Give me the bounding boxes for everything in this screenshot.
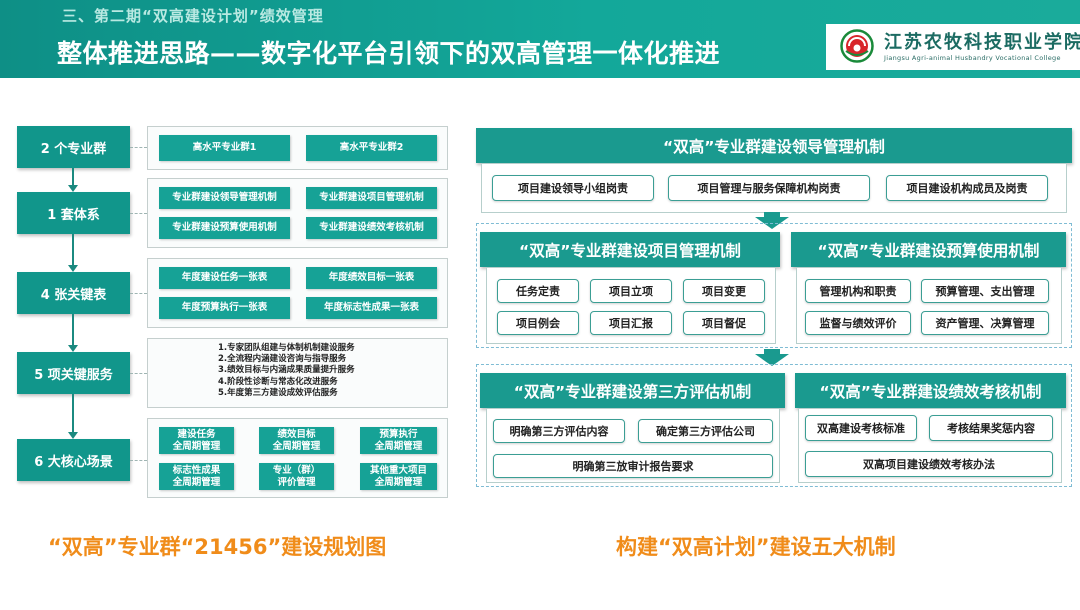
mechanism-budget-title: “双高”专业群建设预算使用机制 <box>791 232 1066 267</box>
pill-scene: 其他重大项目 全周期管理 <box>360 463 437 490</box>
service-item: 5.年度第三方建设成效评估服务 <box>218 387 338 398</box>
pill-table: 年度建设任务一张表 <box>159 267 290 289</box>
scene-line-2: 全周期管理 <box>172 476 221 488</box>
arrow-down <box>68 394 78 439</box>
mechanism-item: 项目立项 <box>590 279 672 303</box>
connector-line <box>130 147 147 148</box>
group-system: 专业群建设领导管理机制 专业群建设项目管理机制 专业群建设预算使用机制 专业群建… <box>147 178 448 248</box>
node-core-scenes: 6 大核心场景 <box>17 439 130 481</box>
down-arrow-icon <box>755 354 789 366</box>
pill-mechanism: 专业群建设预算使用机制 <box>159 217 290 239</box>
college-name-en: Jiangsu Agri-animal Husbandry Vocational… <box>884 54 1061 62</box>
college-logo: 江苏农牧科技职业学院 Jiangsu Agri-animal Husbandry… <box>826 24 1080 70</box>
mechanism-item: 项目督促 <box>683 311 765 335</box>
scene-line-2: 全周期管理 <box>374 440 423 452</box>
service-item: 2.全流程内涵建设咨询与指导服务 <box>218 354 347 365</box>
mechanism-project-title: “双高”专业群建设项目管理机制 <box>480 232 780 267</box>
pill-group-1: 高水平专业群1 <box>159 135 290 161</box>
mechanism-item: 资产管理、决算管理 <box>921 311 1049 335</box>
pill-scene: 标志性成果 全周期管理 <box>159 463 234 490</box>
group-professional-groups: 高水平专业群1 高水平专业群2 <box>147 126 448 170</box>
college-name-cn: 江苏农牧科技职业学院 <box>884 32 1080 53</box>
pill-mechanism: 专业群建设绩效考核机制 <box>306 217 437 239</box>
scene-line-1: 其他重大项目 <box>369 464 427 476</box>
group-key-tables: 年度建设任务一张表 年度绩效目标一张表 年度预算执行一张表 年度标志性成果一张表 <box>147 258 448 328</box>
left-caption: “双高”专业群“21456”建设规划图 <box>48 535 387 559</box>
mechanism-item: 项目管理与服务保障机构岗责 <box>668 175 870 201</box>
pill-table: 年度绩效目标一张表 <box>306 267 437 289</box>
node-key-tables: 4 张关键表 <box>17 272 130 314</box>
arrow-stem <box>764 349 780 355</box>
mechanism-group-bottom <box>476 364 1072 487</box>
mechanism-item: 预算管理、支出管理 <box>921 279 1049 303</box>
pill-scene: 建设任务 全周期管理 <box>159 427 234 454</box>
service-item: 4.阶段性诊断与常态化改进服务 <box>218 376 338 387</box>
header-banner: 三、第二期“双高建设计划”绩效管理 整体推进思路——数字化平台引领下的双高管理一… <box>0 0 1080 78</box>
scene-line-2: 全周期管理 <box>272 440 321 452</box>
mechanism-item: 明确第三方评估内容 <box>493 419 625 443</box>
right-caption: 构建“双高计划”建设五大机制 <box>616 535 896 559</box>
mechanism-budget-items: 管理机构和职责 预算管理、支出管理 监督与绩效评价 资产管理、决算管理 <box>796 267 1062 344</box>
connector-line <box>130 373 147 374</box>
arrow-down <box>68 168 78 192</box>
mechanism-item: 考核结果奖惩内容 <box>929 415 1053 441</box>
mechanism-item: 管理机构和职责 <box>805 279 911 303</box>
mechanism-item: 双高项目建设绩效考核办法 <box>805 451 1053 477</box>
mechanism-third-party-title: “双高”专业群建设第三方评估机制 <box>480 373 785 408</box>
mechanism-leader-title: “双高”专业群建设领导管理机制 <box>476 128 1072 163</box>
pill-mechanism: 专业群建设领导管理机制 <box>159 187 290 209</box>
node-key-services: 5 项关键服务 <box>17 352 130 394</box>
pill-scene: 专业（群） 评价管理 <box>259 463 334 490</box>
connector-line <box>130 293 147 294</box>
scene-line-1: 建设任务 <box>177 428 216 440</box>
mechanism-third-party-items: 明确第三方评估内容 确定第三方评估公司 明确第三放审计报告要求 <box>486 408 780 483</box>
mechanism-performance-title: “双高”专业群建设绩效考核机制 <box>795 373 1066 408</box>
mechanism-item: 确定第三方评估公司 <box>638 419 773 443</box>
scene-line-1: 标志性成果 <box>172 464 221 476</box>
scene-line-1: 预算执行 <box>379 428 418 440</box>
pill-mechanism: 专业群建设项目管理机制 <box>306 187 437 209</box>
pill-group-2: 高水平专业群2 <box>306 135 437 161</box>
group-core-scenes: 建设任务 全周期管理 绩效目标 全周期管理 预算执行 全周期管理 标志性成果 全… <box>147 418 448 498</box>
mechanism-group-middle <box>476 223 1072 348</box>
scene-line-2: 评价管理 <box>277 476 316 488</box>
mechanism-item: 任务定责 <box>497 279 579 303</box>
mechanism-item: 项目建设机构成员及岗责 <box>886 175 1048 201</box>
pill-scene: 绩效目标 全周期管理 <box>259 427 334 454</box>
mechanism-performance-items: 双高建设考核标准 考核结果奖惩内容 双高项目建设绩效考核办法 <box>798 408 1062 483</box>
mechanism-project-items: 任务定责 项目立项 项目变更 项目例会 项目汇报 项目督促 <box>486 267 776 344</box>
services-list: 1.专家团队组建与体制机制建设服务 2.全流程内涵建设咨询与指导服务 3.绩效目… <box>218 343 355 399</box>
planning-diagram: 2 个专业群 1 套体系 4 张关键表 5 项关键服务 6 大核心场景 高水平专… <box>10 118 454 505</box>
arrow-down <box>68 234 78 272</box>
arrow-down <box>68 314 78 352</box>
group-key-services: 1.专家团队组建与体制机制建设服务 2.全流程内涵建设咨询与指导服务 3.绩效目… <box>147 338 448 408</box>
scene-line-1: 专业（群） <box>272 464 321 476</box>
mechanism-item: 明确第三放审计报告要求 <box>493 454 773 478</box>
pill-table: 年度标志性成果一张表 <box>306 297 437 319</box>
connector-line <box>130 460 147 461</box>
connector-line <box>130 213 147 214</box>
service-item: 3.绩效目标与内涵成果质量提升服务 <box>218 365 355 376</box>
mechanism-leader-items: 项目建设领导小组岗责 项目管理与服务保障机构岗责 项目建设机构成员及岗责 <box>481 163 1067 213</box>
mechanism-item: 项目汇报 <box>590 311 672 335</box>
arrow-stem <box>764 212 780 218</box>
college-emblem-icon <box>840 29 874 63</box>
node-system: 1 套体系 <box>17 192 130 234</box>
section-title: 三、第二期“双高建设计划”绩效管理 <box>62 7 324 25</box>
mechanism-item: 双高建设考核标准 <box>805 415 917 441</box>
service-item: 1.专家团队组建与体制机制建设服务 <box>218 343 355 353</box>
mechanism-item: 监督与绩效评价 <box>805 311 911 335</box>
scene-line-2: 全周期管理 <box>374 476 423 488</box>
node-professional-groups: 2 个专业群 <box>17 126 130 168</box>
pill-table: 年度预算执行一张表 <box>159 297 290 319</box>
mechanism-item: 项目变更 <box>683 279 765 303</box>
pill-scene: 预算执行 全周期管理 <box>360 427 437 454</box>
scene-line-1: 绩效目标 <box>277 428 316 440</box>
scene-line-2: 全周期管理 <box>172 440 221 452</box>
mechanism-item: 项目例会 <box>497 311 579 335</box>
mechanism-item: 项目建设领导小组岗责 <box>492 175 654 201</box>
page-title: 整体推进思路——数字化平台引领下的双高管理一体化推进 <box>57 39 721 68</box>
